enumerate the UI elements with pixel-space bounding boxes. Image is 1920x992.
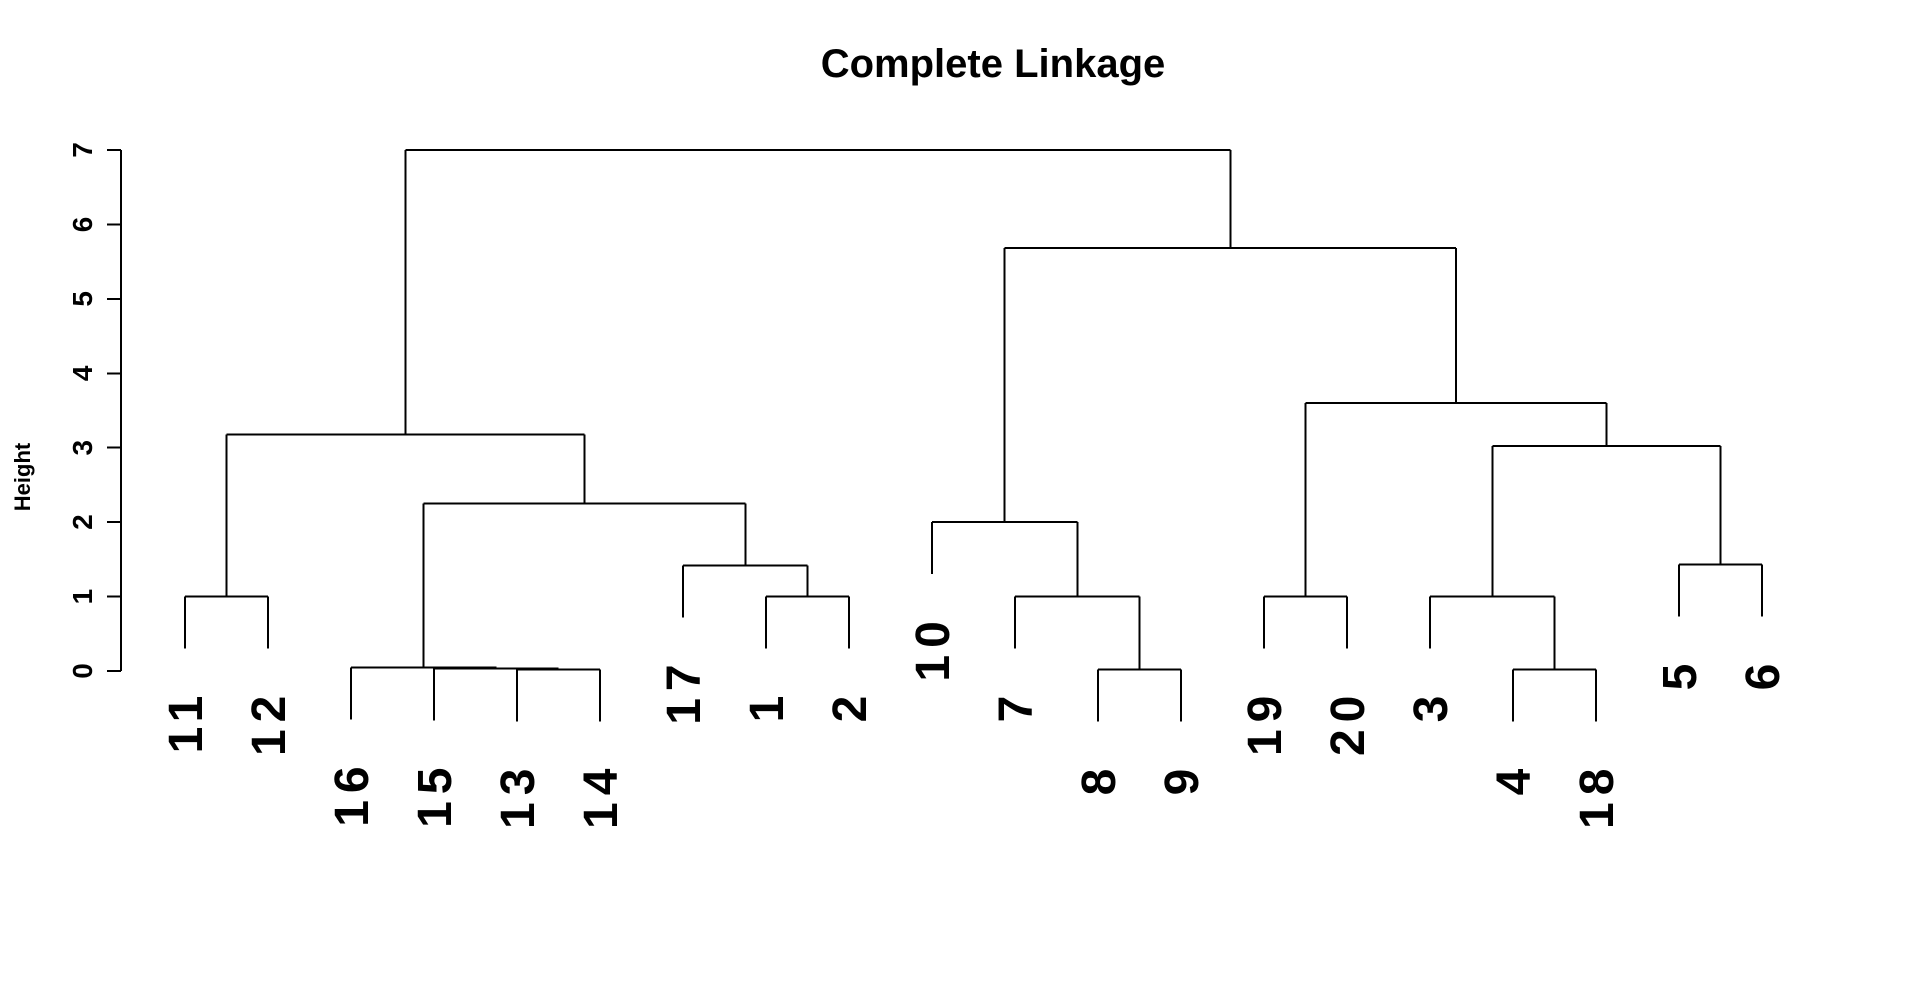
y-tick-label: 0 xyxy=(67,663,98,679)
y-tick-label: 1 xyxy=(67,589,98,605)
leaf-label: 1 xyxy=(741,689,794,723)
leaf-label: 6 xyxy=(1737,657,1790,691)
leaf-label: 8 xyxy=(1073,762,1126,796)
y-axis xyxy=(107,148,122,672)
leaf-label: 13 xyxy=(492,762,545,829)
leaf-label: 11 xyxy=(160,689,213,754)
y-tick-label: 4 xyxy=(67,365,98,381)
y-axis-label: Height xyxy=(10,442,35,511)
y-tick-label: 3 xyxy=(67,440,98,456)
y-tick-label: 5 xyxy=(67,291,98,307)
leaf-label: 10 xyxy=(907,614,960,681)
leaf-label: 20 xyxy=(1322,689,1375,756)
chart-title: Complete Linkage xyxy=(821,42,1166,86)
leaf-label: 12 xyxy=(243,689,296,756)
y-axis-tick-labels: 0 1 2 3 4 5 6 7 xyxy=(67,142,98,679)
leaf-label: 3 xyxy=(1405,689,1458,723)
leaf-label: 14 xyxy=(575,762,628,829)
y-tick-label: 7 xyxy=(67,142,98,158)
leaf-label: 2 xyxy=(824,689,877,723)
leaf-label: 7 xyxy=(990,689,1043,723)
leaf-label: 16 xyxy=(326,759,379,826)
leaf-label: 5 xyxy=(1654,657,1707,691)
leaf-label: 17 xyxy=(658,657,711,724)
leaf-label: 9 xyxy=(1156,762,1209,796)
leaf-label: 19 xyxy=(1239,689,1292,756)
leaf-label: 15 xyxy=(409,760,462,827)
leaf-label: 4 xyxy=(1488,762,1541,796)
y-tick-label: 6 xyxy=(67,217,98,233)
dendrogram-tree xyxy=(184,148,1763,722)
y-tick-label: 2 xyxy=(67,514,98,530)
leaf-label: 18 xyxy=(1571,762,1624,829)
